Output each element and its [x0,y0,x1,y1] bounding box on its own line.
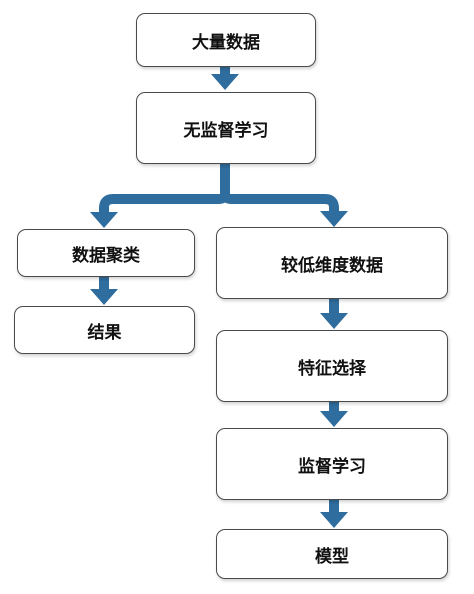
node-big-data: 大量数据 [136,13,316,67]
arrow-feature-to-supervised [320,402,348,427]
node-data-clustering: 数据聚类 [17,229,195,277]
arrow-lower-dim-to-feature [320,299,348,329]
node-label: 监督学习 [298,456,366,477]
arrow-supervised-to-model [320,500,348,528]
node-label: 数据聚类 [72,245,140,266]
arrow-big-data-to-unsupervised [211,67,239,90]
arrow-clustering-to-result [90,277,118,305]
node-label: 模型 [315,546,349,567]
arrow-to-lower-dim [320,211,348,227]
node-model: 模型 [216,529,448,579]
node-label: 较低维度数据 [281,255,383,276]
node-label: 大量数据 [192,32,260,53]
node-result: 结果 [14,306,195,354]
node-supervised-learning: 监督学习 [216,428,448,500]
arrow-to-clustering [90,212,118,228]
node-label: 结果 [87,322,122,343]
node-label: 特征选择 [298,358,366,379]
node-unsupervised-learning: 无监督学习 [136,92,316,164]
node-feature-selection: 特征选择 [216,330,448,402]
arrow-branch-split [99,164,339,214]
node-lower-dim-data: 较低维度数据 [216,227,448,299]
node-label: 无监督学习 [183,120,269,141]
